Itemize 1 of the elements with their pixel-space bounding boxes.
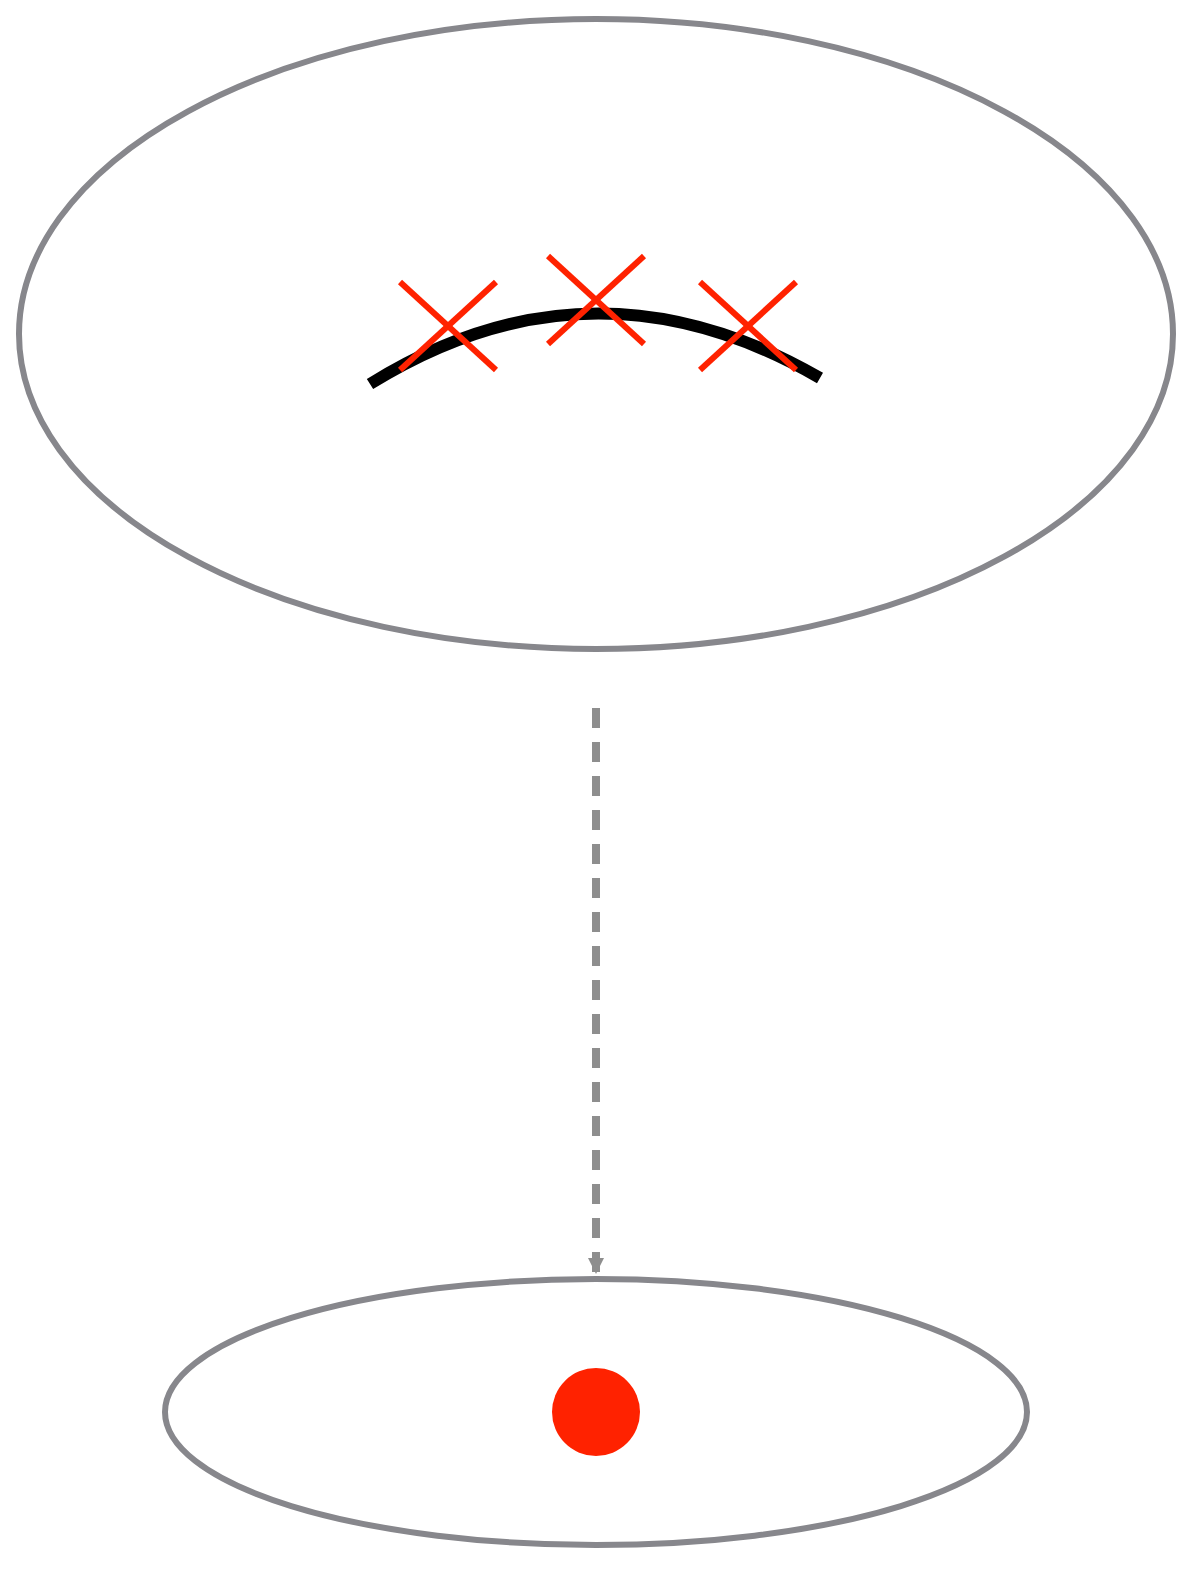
arrow — [588, 708, 604, 1274]
